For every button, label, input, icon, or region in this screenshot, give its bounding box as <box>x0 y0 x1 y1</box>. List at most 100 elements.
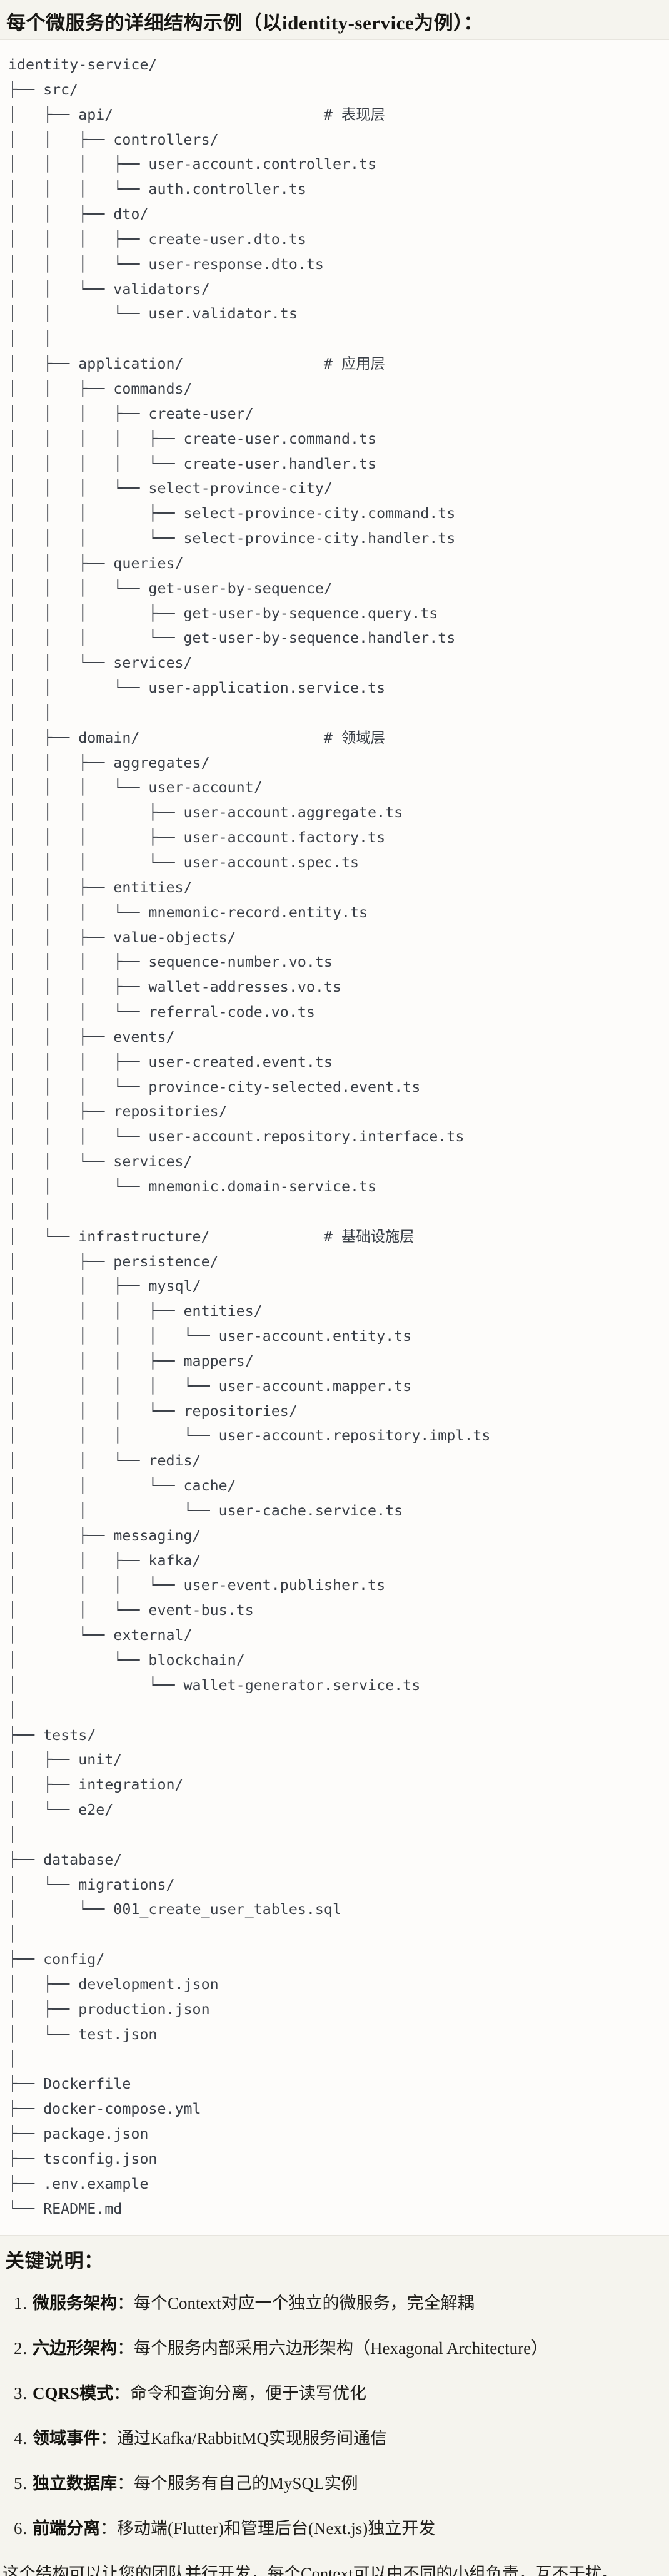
tree-line: │ │ └── user-cache.service.ts <box>8 1502 403 1519</box>
tree-line: │ │ └── services/ <box>8 654 193 672</box>
note-label: 前端分离 <box>33 2519 100 2538</box>
tree-line: │ │ │ ├── user-account.controller.ts <box>8 156 377 173</box>
note-number: 5. <box>14 2474 33 2493</box>
note-number: 4. <box>14 2429 33 2448</box>
tree-line: ├── .env.example <box>8 2175 149 2192</box>
tree-line: │ │ └── event-bus.ts <box>8 1602 254 1619</box>
tree-line: │ │ │ └── user-response.dto.ts <box>8 255 324 273</box>
tree-line: │ ├── persistence/ <box>8 1253 219 1270</box>
tree-line: │ │ ├── kafka/ <box>8 1552 201 1569</box>
closing-paragraph: 这个结构可以让您的团队并行开发，每个Context可以由不同的小组负责，互不干扰… <box>3 2564 618 2576</box>
tree-line: │ │ ├── mysql/ <box>8 1278 201 1295</box>
note-item: 4. 领域事件：通过Kafka/RabbitMQ实现服务间通信 <box>14 2428 663 2450</box>
tree-line: │ └── wallet-generator.service.ts <box>8 1676 421 1694</box>
tree-line: │ │ │ └── province-city-selected.event.t… <box>8 1078 421 1096</box>
tree-line: ├── config/ <box>8 1951 105 1968</box>
tree-line: identity-service/ <box>8 56 158 73</box>
tree-line: │ │ │ │ └── user-account.entity.ts <box>8 1328 412 1345</box>
note-text: 移动端(Flutter)和管理后台(Next.js)独立开发 <box>117 2519 436 2538</box>
note-colon: ： <box>100 2429 117 2448</box>
tree-line: │ │ ├── value-objects/ <box>8 929 236 946</box>
tree-line: │ │ │ ├── mappers/ <box>8 1352 254 1370</box>
tree-line: │ │ │ └── get-user-by-sequence.handler.t… <box>8 629 456 647</box>
tree-line: │ │ │ ├── wallet-addresses.vo.ts <box>8 979 341 996</box>
tree-line: │ │ │ └── user-account.repository.interf… <box>8 1128 465 1146</box>
page-title: 每个微服务的详细结构示例（以identity-service为例）： <box>6 12 483 34</box>
tree-line: │ │ │ └── mnemonic-record.entity.ts <box>8 904 368 921</box>
note-colon: ： <box>117 2474 134 2493</box>
tree-line: └── README.md <box>8 2200 123 2217</box>
note-number: 1. <box>14 2294 33 2313</box>
note-item: 1. 微服务架构：每个Context对应一个独立的微服务，完全解耦 <box>14 2293 663 2314</box>
tree-line: │ │ │ ├── user-created.event.ts <box>8 1053 333 1071</box>
tree-line: │ │ │ ├── select-province-city.command.t… <box>8 505 456 522</box>
tree-line: │ │ │ ├── sequence-number.vo.ts <box>8 954 333 971</box>
tree-line: │ │ │ ├── create-user.dto.ts <box>8 230 306 248</box>
tree-line: │ │ │ │ └── create-user.handler.ts <box>8 455 377 472</box>
tree-line: │ │ │ │ ├── create-user.command.ts <box>8 430 377 447</box>
tree-line: ├── database/ <box>8 1851 123 1868</box>
note-label: 独立数据库 <box>33 2474 117 2493</box>
tree-line: ├── package.json <box>8 2125 149 2143</box>
tree-line: │ │ ├── controllers/ <box>8 131 219 148</box>
tree-line: │ ├── messaging/ <box>8 1527 201 1544</box>
tree-line: ├── docker-compose.yml <box>8 2100 201 2118</box>
tree-line: │ │ │ └── referral-code.vo.ts <box>8 1004 315 1021</box>
tree-line: │ <box>8 1826 18 1843</box>
note-colon: ： <box>117 2294 134 2313</box>
tree-line: │ └── migrations/ <box>8 1876 175 1893</box>
tree-line: │ │ <box>8 330 53 348</box>
tree-line: │ └── test.json <box>8 2025 158 2043</box>
note-item: 5. 独立数据库：每个服务有自己的MySQL实例 <box>14 2473 663 2495</box>
tree-line: │ │ └── validators/ <box>8 280 210 298</box>
notes-heading: 关键说明： <box>5 2250 104 2272</box>
tree-line: │ │ └── services/ <box>8 1153 193 1171</box>
tree-line: │ │ └── mnemonic.domain-service.ts <box>8 1178 377 1195</box>
tree-line: │ │ │ └── user-account.repository.impl.t… <box>8 1427 491 1445</box>
note-colon: ： <box>113 2384 131 2403</box>
tree-line: │ ├── api/ # 表现层 <box>8 106 385 123</box>
tree-line: │ └── 001_create_user_tables.sql <box>8 1901 341 1918</box>
note-colon: ： <box>100 2519 117 2538</box>
tree-line: │ │ ├── events/ <box>8 1028 175 1046</box>
tree-line: │ ├── production.json <box>8 2000 210 2018</box>
tree-line: │ │ └── user.validator.ts <box>8 305 298 323</box>
tree-line: │ ├── domain/ # 领域层 <box>8 729 385 746</box>
tree-line: │ │ └── redis/ <box>8 1452 201 1470</box>
tree-line: │ │ │ └── user-event.publisher.ts <box>8 1577 386 1594</box>
tree-line: │ <box>8 1926 18 1943</box>
note-text: 通过Kafka/RabbitMQ实现服务间通信 <box>117 2429 387 2448</box>
tree-line: │ │ │ └── user-account/ <box>8 779 263 797</box>
tree-line: │ └── infrastructure/ # 基础设施层 <box>8 1228 415 1245</box>
note-item: 2. 六边形架构：每个服务内部采用六边形架构（Hexagonal Archite… <box>14 2338 663 2360</box>
tree-line: │ └── e2e/ <box>8 1801 114 1819</box>
note-number: 3. <box>14 2384 33 2403</box>
tree-line: │ │ │ ├── user-account.aggregate.ts <box>8 804 403 822</box>
tree-line: │ ├── unit/ <box>8 1751 123 1769</box>
tree-line: │ │ ├── repositories/ <box>8 1103 228 1121</box>
note-text: 命令和查询分离，便于读写优化 <box>130 2384 367 2403</box>
tree-line: ├── tests/ <box>8 1726 96 1744</box>
notes-section: 关键说明： 1. 微服务架构：每个Context对应一个独立的微服务，完全解耦 2… <box>0 2236 669 2576</box>
directory-tree-code-block: identity-service/ ├── src/ │ ├── api/ # 表现… <box>0 39 669 2236</box>
tree-line: │ │ └── cache/ <box>8 1477 236 1495</box>
note-label: CQRS模式 <box>33 2384 114 2403</box>
tree-line: │ │ │ └── repositories/ <box>8 1402 298 1420</box>
tree-line: │ │ ├── entities/ <box>8 878 193 896</box>
tree-line: │ ├── integration/ <box>8 1776 184 1794</box>
tree-line: │ │ │ └── auth.controller.ts <box>8 181 306 198</box>
note-text: 每个服务内部采用六边形架构（Hexagonal Architecture） <box>134 2339 548 2358</box>
note-label: 领域事件 <box>33 2429 100 2448</box>
tree-line: │ │ ├── queries/ <box>8 554 184 572</box>
tree-line: │ │ ├── commands/ <box>8 380 193 397</box>
note-number: 6. <box>14 2519 33 2538</box>
tree-line: ├── src/ <box>8 81 79 98</box>
tree-line: │ <box>8 1701 18 1719</box>
tree-line: │ │ │ └── select-province-city/ <box>8 480 333 497</box>
tree-line: │ │ │ ├── get-user-by-sequence.query.ts <box>8 604 438 622</box>
note-colon: ： <box>117 2339 134 2358</box>
tree-line: │ ├── application/ # 应用层 <box>8 355 385 373</box>
note-label: 六边形架构 <box>33 2339 117 2358</box>
tree-line: │ │ ├── aggregates/ <box>8 754 210 771</box>
tree-line: │ ├── development.json <box>8 1975 219 1993</box>
